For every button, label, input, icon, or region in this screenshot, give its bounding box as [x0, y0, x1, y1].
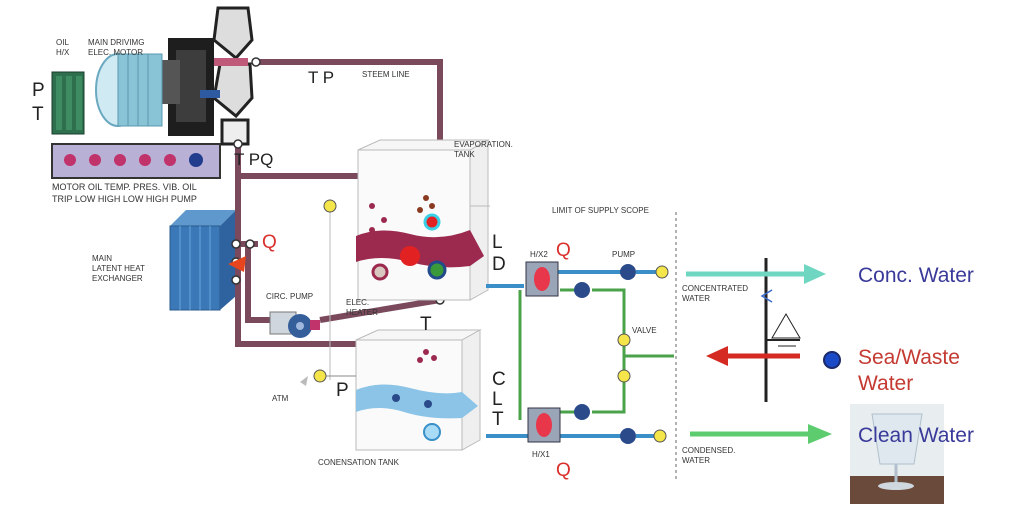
pump-label: PUMP — [612, 250, 636, 259]
limit-scope-label: LIMIT OF SUPPLY SCOPE — [552, 206, 649, 215]
tp-label: T P — [308, 68, 335, 87]
atm-vent-icon — [300, 376, 308, 386]
hx2-exchanger — [525, 261, 559, 297]
panel-label-1: MOTOR OIL TEMP. PRES. VIB. OIL — [52, 182, 197, 192]
circulation-pump — [269, 311, 320, 338]
evaporation-tank — [356, 139, 490, 301]
flow-arrow-icon — [228, 256, 246, 272]
condensation-tank — [300, 199, 482, 451]
q-bottom-label: Q — [556, 460, 571, 481]
panel-label-2: TRIP LOW HIGH LOW HIGH PUMP — [52, 194, 197, 204]
clean-water-output: Clean Water — [858, 424, 974, 447]
latent-heat-exchanger — [169, 210, 236, 311]
atm-label: ATM — [272, 394, 289, 403]
circ-pump-label: CIRC. PUMP — [266, 292, 314, 301]
sea-water-intake-icon — [823, 351, 841, 369]
condensation-tank-label: CONENSATION TANK — [318, 458, 399, 467]
elec-heater-label: ELEC.HEATER — [346, 298, 378, 317]
t-left-label: T — [32, 104, 44, 125]
valve-label: VALVE — [632, 326, 657, 335]
pumps — [574, 264, 636, 444]
q-left-label: Q — [262, 232, 277, 253]
sea-water-output-line2: Water — [858, 372, 914, 395]
t-center-label: T — [420, 314, 432, 335]
hx1-label: H/X1 — [532, 450, 550, 459]
compressor — [212, 6, 254, 146]
oil-heat-exchanger — [51, 71, 85, 135]
tpq-label: T PQ — [234, 150, 274, 169]
output-arrows — [686, 264, 832, 444]
p-center-label: P — [336, 380, 349, 401]
p-left-label: P — [32, 80, 45, 101]
hx2-label: H/X2 — [530, 250, 548, 259]
evaporation-tank-label: EVAPORATION.TANK — [454, 140, 513, 159]
hx1-exchanger — [527, 407, 561, 443]
sea-water-output-line1: Sea/Waste — [858, 346, 960, 369]
hull-wall — [760, 258, 801, 402]
q-top-label: Q — [556, 240, 571, 261]
steem-line-label: STEEM LINE — [362, 70, 410, 79]
motor-instrument-panel — [51, 143, 221, 179]
process-green-pipes — [518, 288, 674, 420]
main-driving-motor — [95, 38, 220, 136]
condensed-water-label: CONDENSED.WATER — [682, 446, 736, 465]
clean-water-glass-image — [850, 404, 944, 504]
valves — [617, 265, 669, 443]
conc-water-output: Conc. Water — [858, 264, 974, 287]
